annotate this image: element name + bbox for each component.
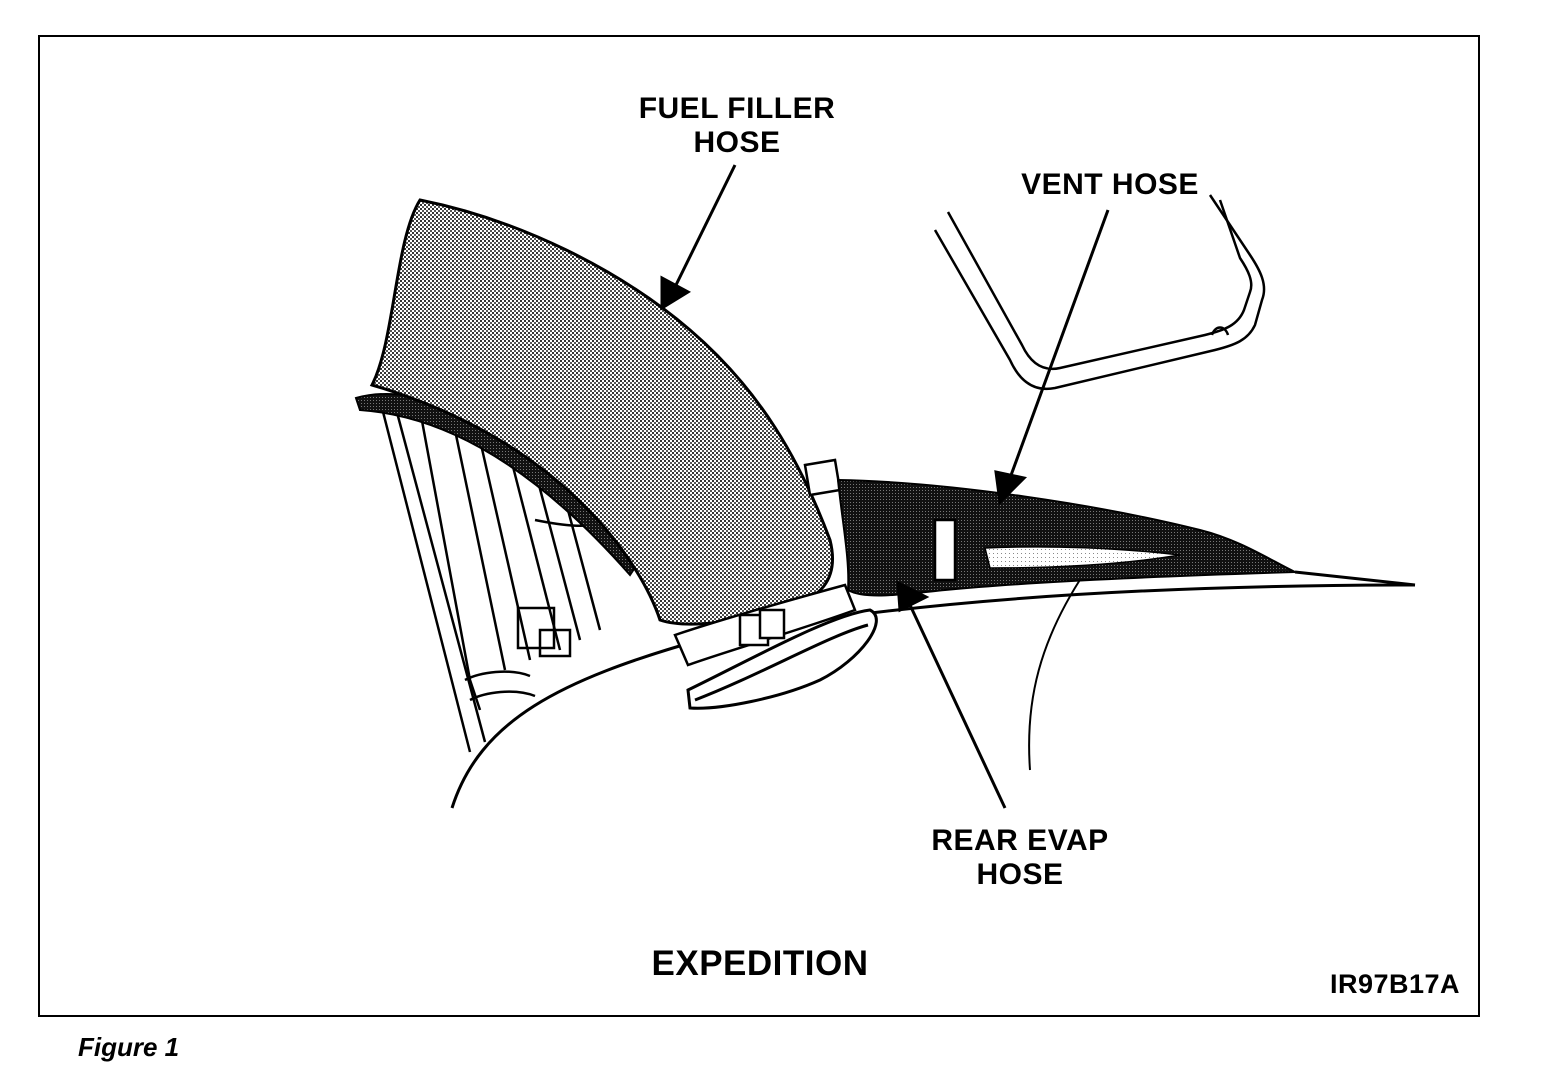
label-line: REAR EVAP [931, 824, 1109, 857]
filler-hose-clamp [673, 458, 857, 667]
rear-evap-hose [836, 478, 1296, 597]
vent-hose-label: VENT HOSE [1005, 168, 1215, 202]
evap-hose-highlight [984, 546, 1181, 569]
label-line: FUEL FILLER [638, 92, 836, 125]
fuel-filler-hose [369, 198, 835, 626]
rear-evap-hose-label: REAR EVAP HOSE [905, 824, 1135, 892]
fuel-filler-hose-label: FUEL FILLER HOSE [612, 92, 862, 160]
figure-caption: Figure 1 [78, 1032, 180, 1062]
filler-flange [686, 608, 878, 710]
label-line: VENT HOSE [1021, 168, 1199, 201]
label-line: HOSE [976, 858, 1064, 891]
tank-strap-group [378, 399, 611, 753]
figure-frame [38, 35, 1480, 1017]
callout-arrows [660, 164, 1110, 809]
label-line: HOSE [693, 126, 781, 159]
model-name: EXPEDITION [651, 944, 869, 983]
vent-hose-tube [933, 194, 1266, 391]
evap-connector [933, 518, 957, 582]
tank-seam-line [1028, 571, 1086, 771]
reference-code: IR97B17A [1329, 969, 1460, 999]
